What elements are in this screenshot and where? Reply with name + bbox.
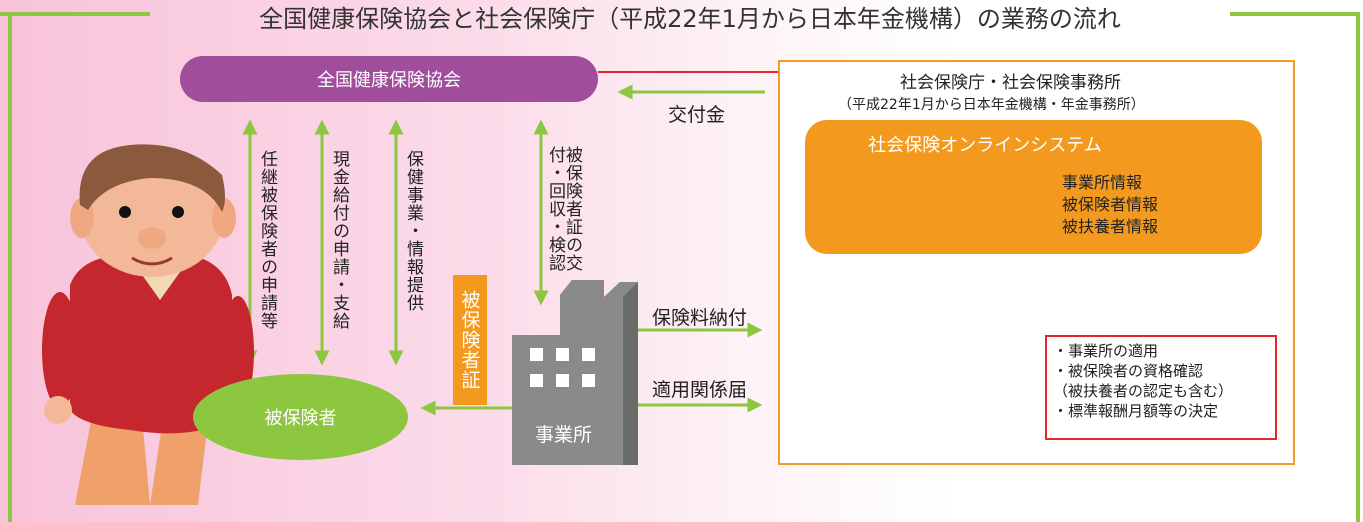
notification-label: 適用関係届 bbox=[652, 379, 748, 401]
agency-subtitle: （平成22年1月から日本年金機構・年金事務所） bbox=[838, 97, 1145, 113]
person-figure-icon bbox=[42, 144, 254, 505]
system-info-list: 事業所情報 被保険者情報 被扶養者情報 bbox=[1062, 172, 1158, 238]
task-item: ・標準報酬月額等の決定 bbox=[1053, 402, 1219, 420]
grant-label: 交付金 bbox=[668, 104, 726, 126]
computer-photo bbox=[822, 175, 1052, 435]
frame-right bbox=[1356, 12, 1360, 522]
voluntary-label: 任継被保険者の申請等 bbox=[257, 150, 277, 330]
page-title: 全国健康保険協会と社会保険庁（平成22年1月から日本年金機構）の業務の流れ bbox=[259, 5, 1121, 33]
task-item: ・被保険者の資格確認 bbox=[1053, 362, 1204, 380]
info-item: 事業所情報 bbox=[1062, 173, 1143, 192]
online-system-title: 社会保険オンラインシステム bbox=[868, 135, 1102, 156]
task-item: ・事業所の適用 bbox=[1053, 342, 1159, 360]
cash-label: 現金給付の申請・支給 bbox=[329, 150, 349, 330]
agency-title: 社会保険庁・社会保険事務所 bbox=[900, 73, 1121, 93]
online-system-band bbox=[805, 120, 1262, 254]
frame-left bbox=[8, 12, 12, 522]
office-label: 事業所 bbox=[535, 424, 593, 446]
task-list-box: ・事業所の適用 ・被保険者の資格確認 （被扶養者の認定も含む） ・標準報酬月額等… bbox=[1045, 335, 1277, 440]
association-pill: 全国健康保険協会 bbox=[180, 56, 598, 102]
premium-label: 保険料納付 bbox=[652, 307, 748, 329]
frame-top-left bbox=[0, 12, 150, 16]
info-item: 被保険者情報 bbox=[1062, 195, 1159, 214]
health-label: 保健事業・情報提供 bbox=[403, 150, 423, 312]
frame-top-right bbox=[1230, 12, 1360, 16]
info-item: 被扶養者情報 bbox=[1062, 217, 1159, 236]
insured-card: 被保険者証 bbox=[453, 275, 487, 405]
insured-ellipse: 被保険者 bbox=[193, 374, 408, 460]
task-item: （被扶養者の認定も含む） bbox=[1053, 382, 1234, 400]
card-issue-label: 被保険者証の交付・回収・検認 bbox=[545, 146, 582, 272]
office-building-icon bbox=[512, 280, 638, 465]
